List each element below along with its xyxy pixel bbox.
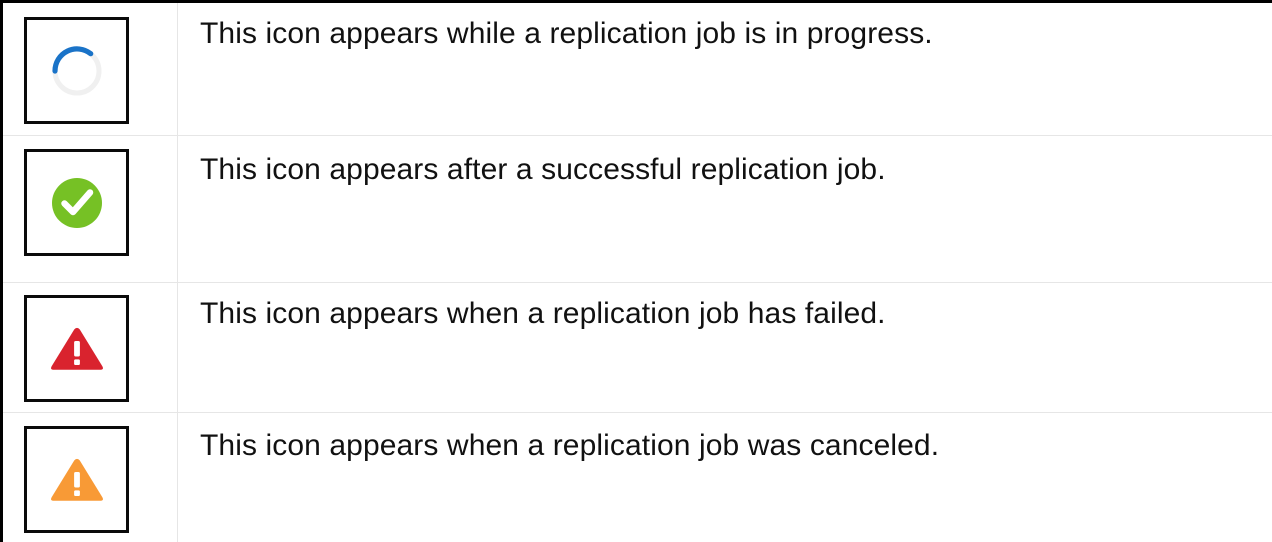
- icon-frame: [24, 426, 129, 533]
- description-cell: This icon appears when a replication job…: [178, 283, 1272, 412]
- success-check-circle-icon: [49, 175, 105, 231]
- table-row: This icon appears when a replication job…: [3, 283, 1272, 413]
- icon-frame: [24, 295, 129, 402]
- icon-cell: [3, 413, 178, 542]
- description-cell: This icon appears while a replication jo…: [178, 3, 1272, 135]
- description-cell: This icon appears when a replication job…: [178, 413, 1272, 542]
- icon-cell: [3, 136, 178, 282]
- row-description: This icon appears after a successful rep…: [200, 153, 886, 186]
- row-description: This icon appears when a replication job…: [200, 429, 940, 462]
- icon-cell: [3, 283, 178, 412]
- table-row: This icon appears while a replication jo…: [3, 3, 1272, 136]
- description-cell: This icon appears after a successful rep…: [178, 136, 1272, 282]
- row-description: This icon appears while a replication jo…: [200, 17, 933, 50]
- spinner-in-progress-icon: [48, 42, 106, 100]
- icon-frame: [24, 17, 129, 124]
- icon-frame: [24, 149, 129, 256]
- error-warning-triangle-icon: [49, 323, 105, 375]
- table-row: This icon appears after a successful rep…: [3, 136, 1272, 283]
- table-row: This icon appears when a replication job…: [3, 413, 1272, 542]
- row-description: This icon appears when a replication job…: [200, 297, 886, 330]
- icon-cell: [3, 3, 178, 135]
- canceled-warning-triangle-icon: [49, 454, 105, 506]
